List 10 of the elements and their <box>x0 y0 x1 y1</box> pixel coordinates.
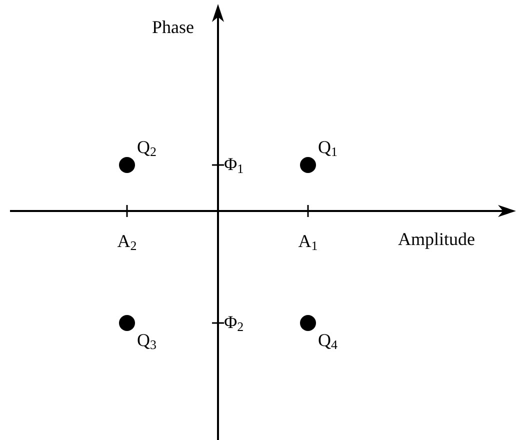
axis-label: Amplitude <box>398 230 475 248</box>
point-label: Q$_{2}$ <box>137 138 156 160</box>
point-label: Q$_{1}$ <box>318 138 338 160</box>
axis-label: Phase <box>152 18 194 36</box>
tick-label: Φ$_{2}$ <box>224 313 244 334</box>
tick-label: A$_{1}$ <box>298 232 318 254</box>
point-label: Q$_{3}$ <box>137 331 156 352</box>
tick-label: A$_{2}$ <box>117 232 137 254</box>
tick-label: Φ$_{1}$ <box>224 155 244 176</box>
point-label: Q$_{4}$ <box>318 331 338 352</box>
